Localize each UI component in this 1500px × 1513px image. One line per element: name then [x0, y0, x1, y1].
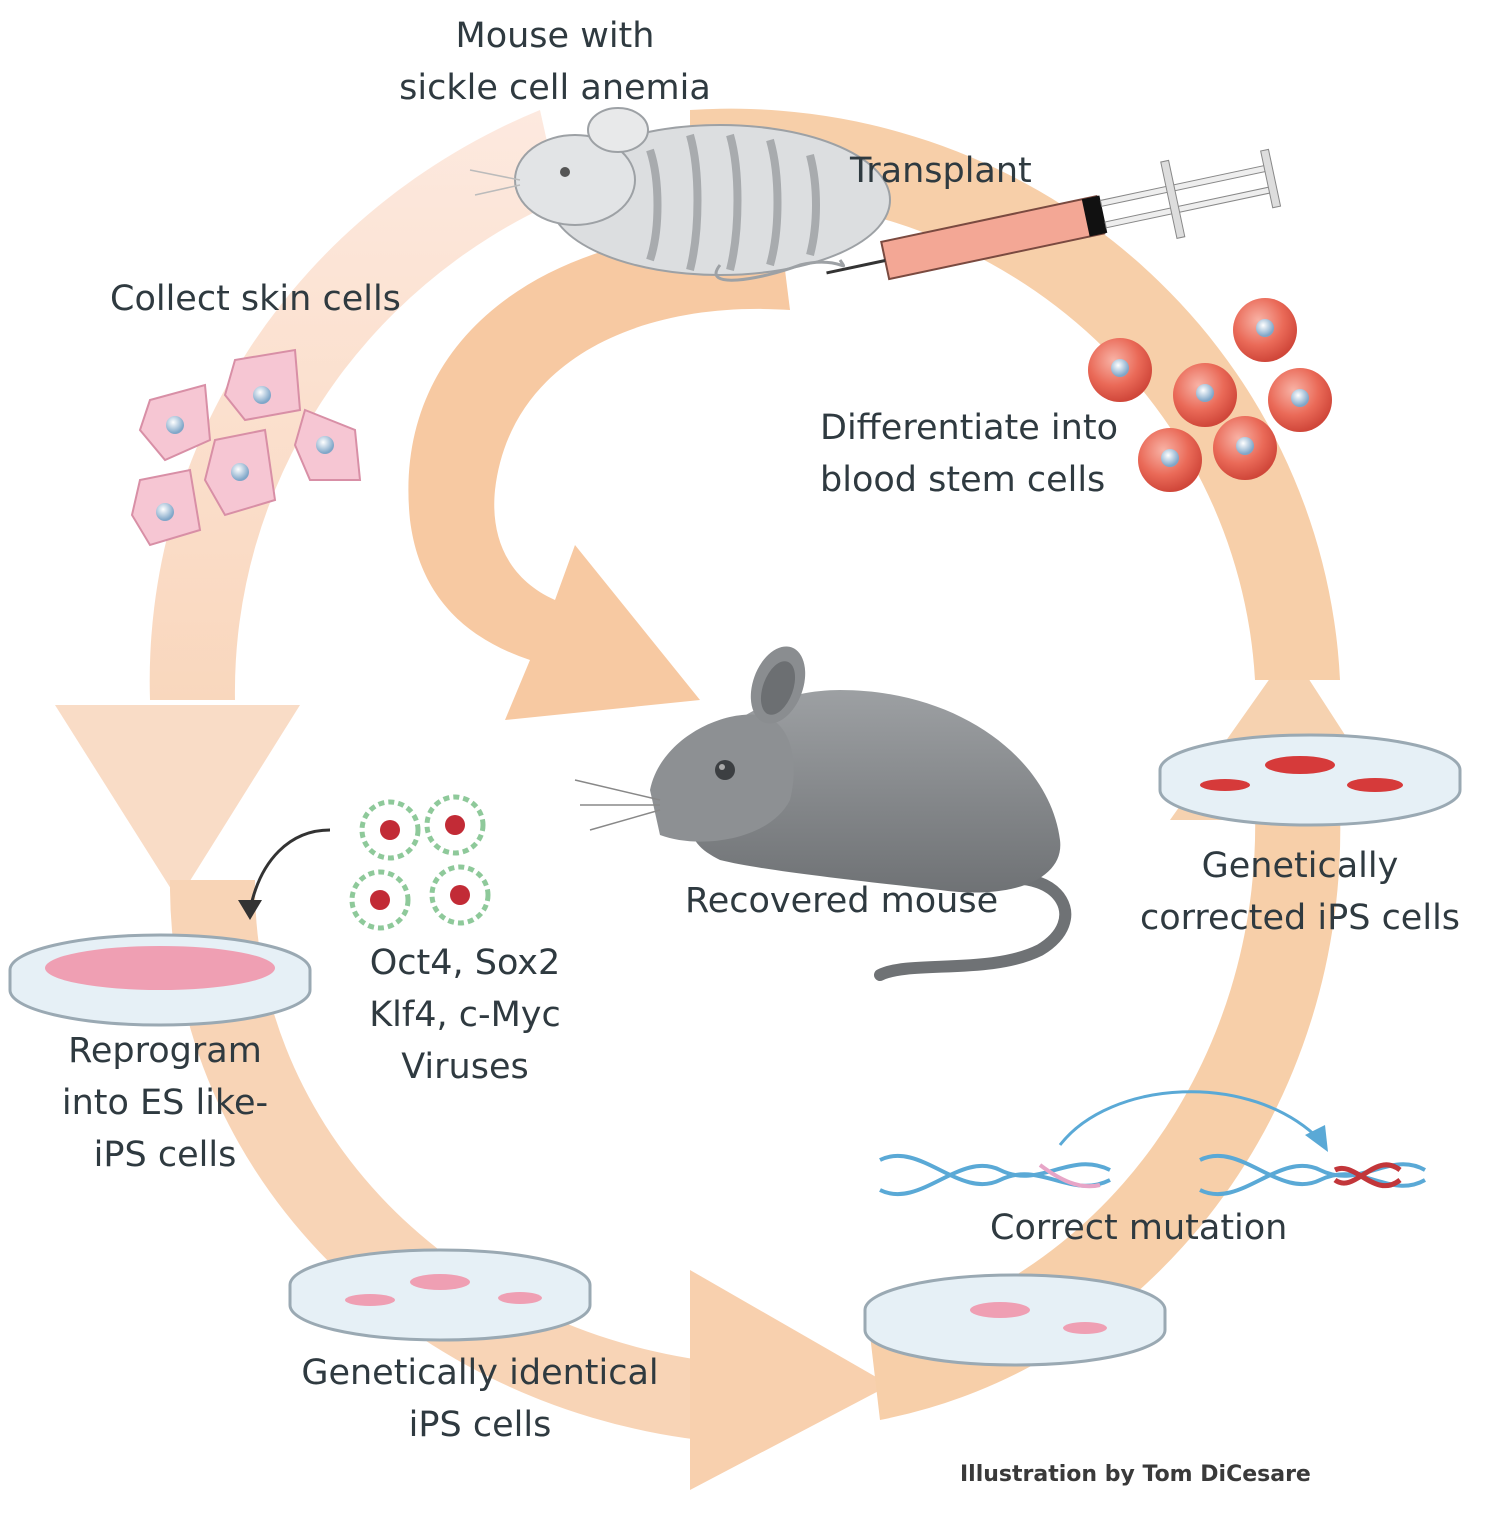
skin-cell	[138, 383, 212, 462]
blood-cell	[1088, 338, 1152, 402]
label-transplant: Transplant	[850, 151, 1032, 191]
dish-identical	[288, 1248, 592, 1342]
label-mouse-sick-line-1: Mouse with	[455, 16, 655, 56]
blood-cell	[1138, 428, 1202, 492]
label-recovered-mouse: Recovered mouse	[685, 881, 999, 921]
illustration-credit: Illustration by Tom DiCesare	[960, 1462, 1311, 1487]
correction-arrow	[1058, 1090, 1322, 1146]
virus	[424, 794, 486, 856]
blood-cell	[1233, 298, 1297, 362]
label-differentiate-line-1: Differentiate into	[820, 408, 1118, 448]
dna-after	[1199, 1153, 1426, 1197]
label-corrected-line-2: corrected iPS cells	[1139, 898, 1461, 938]
dish-reprogram	[8, 933, 312, 1027]
label-factors-line-3: Viruses	[401, 1047, 529, 1087]
label-identical-line-1: Genetically identical	[301, 1353, 659, 1393]
label-reprogram: Reprogram into ES like- iPS cells	[40, 1025, 290, 1181]
blood-cell	[1213, 416, 1277, 480]
blood-cell	[1268, 368, 1332, 432]
label-identical-line-2: iPS cells	[408, 1405, 552, 1445]
label-reprogram-line-2: into ES like-	[61, 1083, 269, 1123]
arc-left	[149, 110, 560, 700]
virus-arrowhead	[238, 900, 262, 920]
blood-stem-cells	[1088, 298, 1332, 492]
label-collect-skin-cells: Collect skin cells	[110, 279, 401, 319]
skin-cells	[130, 348, 362, 547]
virus-to-dish-arrow	[248, 828, 331, 911]
label-identical-ips: Genetically identical iPS cells	[280, 1347, 680, 1451]
label-factors: Oct4, Sox2 Klf4, c-Myc Viruses	[360, 937, 570, 1093]
label-corrected-line-1: Genetically	[1201, 846, 1399, 886]
label-factors-line-2: Klf4, c-Myc	[369, 995, 561, 1035]
virus	[359, 799, 421, 861]
sick-mouse-illustration	[469, 107, 891, 282]
skin-cell	[130, 468, 202, 547]
label-factors-line-1: Oct4, Sox2	[369, 943, 561, 983]
label-differentiate-line-2: blood stem cells	[820, 460, 1106, 500]
label-correct-mutation: Correct mutation	[990, 1208, 1288, 1248]
syringe-illustration	[826, 148, 1282, 281]
arc-inner-to-recovered	[408, 229, 790, 720]
virus	[349, 869, 411, 931]
arrowhead-left-down	[55, 705, 300, 900]
dish-corrected	[1158, 733, 1462, 827]
blood-cell	[1173, 363, 1237, 427]
arrowhead-bottom-right	[690, 1270, 890, 1490]
label-reprogram-line-1: Reprogram	[68, 1031, 262, 1071]
label-reprogram-line-3: iPS cells	[93, 1135, 237, 1175]
correction-arrowhead	[1305, 1125, 1328, 1152]
viruses	[349, 794, 491, 931]
virus	[429, 864, 491, 926]
dna-before	[879, 1153, 1111, 1197]
label-corrected-ips: Genetically corrected iPS cells	[1130, 840, 1470, 944]
recovered-mouse-illustration	[574, 646, 1072, 981]
dish-mutation	[863, 1273, 1167, 1367]
skin-cell	[223, 348, 302, 422]
label-differentiate: Differentiate into blood stem cells	[820, 402, 1118, 506]
label-mouse-sick-line-2: sickle cell anemia	[399, 68, 711, 108]
skin-cell	[293, 408, 362, 481]
skin-cell	[203, 428, 277, 517]
label-mouse-sick: Mouse with sickle cell anemia	[395, 10, 715, 114]
